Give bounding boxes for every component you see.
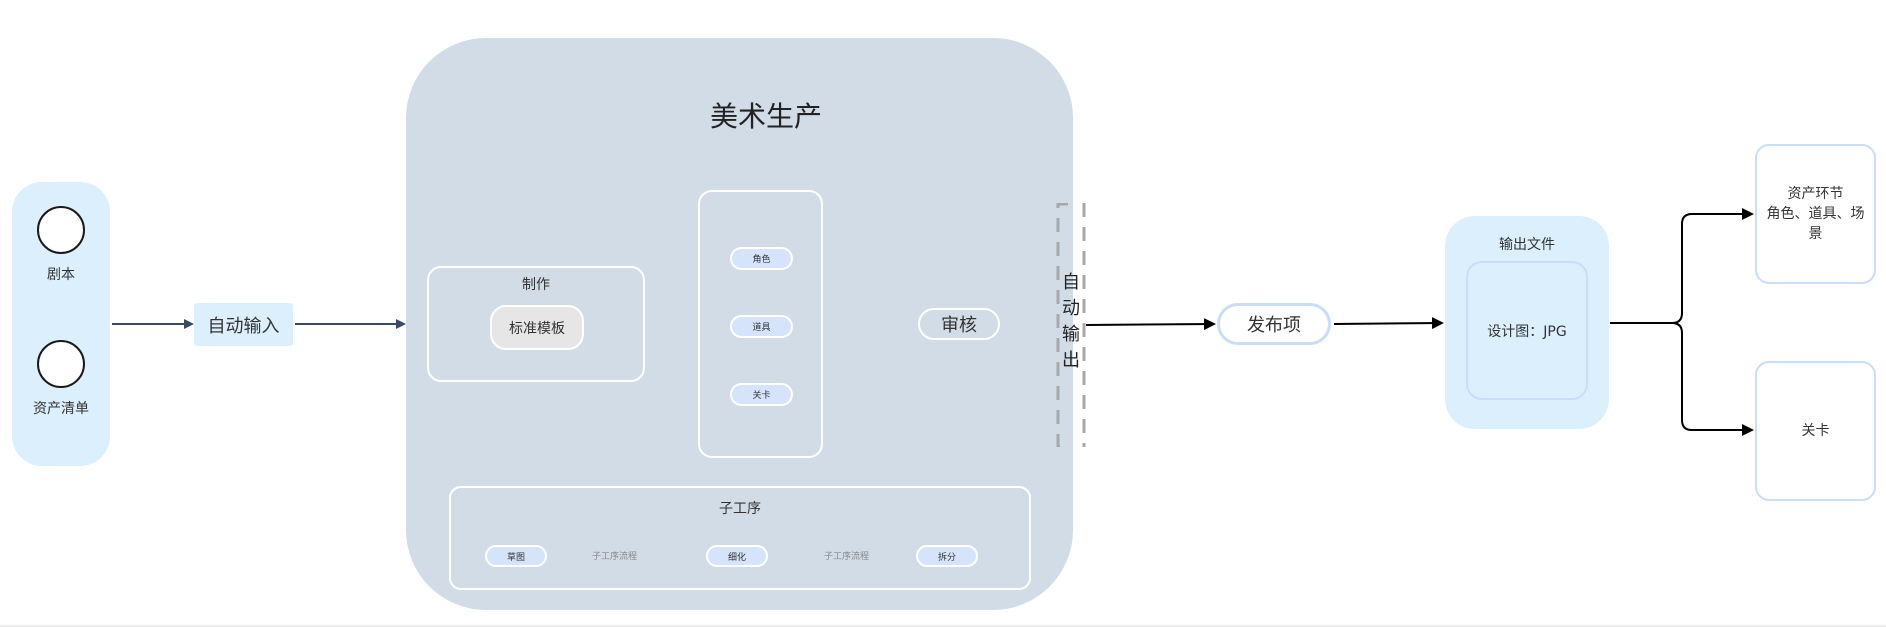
auto-input-node[interactable]: 自动输入: [194, 303, 293, 346]
auto-output-char: 输: [1062, 324, 1080, 345]
asset-prop-node[interactable]: 道具: [730, 315, 793, 338]
assets-group[interactable]: [698, 190, 823, 458]
publish-node[interactable]: 发布项: [1217, 303, 1331, 345]
destination-line: 景: [1808, 226, 1823, 242]
asset-character-node[interactable]: 角色: [730, 247, 793, 270]
circle-node-icon[interactable]: [37, 340, 85, 388]
subprocess-title: 子工序: [719, 501, 761, 517]
subprocess-group[interactable]: [449, 486, 1031, 590]
auto-output-char: 动: [1062, 298, 1080, 319]
bracket-connector-lower: [1671, 322, 1754, 436]
destination-line: 角色、道具、场: [1766, 206, 1865, 222]
auto-output-char: 出: [1062, 350, 1080, 371]
subprocess-flow-label: 子工序流程: [589, 549, 641, 562]
review-node[interactable]: 审核: [918, 308, 1000, 340]
asset-level-node[interactable]: 关卡: [730, 383, 793, 406]
make-group[interactable]: [427, 266, 645, 382]
destination-asset-stage[interactable]: 资产环节 角色、道具、场 景: [1755, 144, 1876, 284]
auto-output-bracket: [1056, 203, 1086, 447]
destination-line: 资产环节: [1787, 186, 1844, 202]
subprocess-step-sketch[interactable]: 草图: [485, 545, 547, 567]
destination-line: 关卡: [1801, 423, 1830, 439]
input-label-asset-list: 资产清单: [33, 401, 89, 417]
bottom-divider: [0, 625, 1886, 627]
output-files-title: 输出文件: [1499, 237, 1555, 253]
subprocess-step-split[interactable]: 拆分: [916, 545, 978, 567]
standard-template-node[interactable]: 标准模板: [490, 305, 584, 350]
circle-node-icon[interactable]: [37, 206, 85, 254]
subprocess-step-refine[interactable]: 细化: [706, 545, 768, 567]
make-title: 制作: [522, 277, 550, 293]
auto-output-char: 自: [1062, 272, 1080, 293]
output-files-content[interactable]: 设计图：JPG: [1466, 261, 1588, 400]
bracket-connector: [1610, 208, 1754, 324]
arrow-output-to-publish: [1085, 318, 1216, 331]
arrow-publish-to-output-files: [1333, 317, 1444, 330]
art-production-title: 美术生产: [709, 100, 822, 133]
subprocess-flow-label: 子工序流程: [821, 549, 873, 562]
destination-level[interactable]: 关卡: [1755, 361, 1876, 501]
auto-output-label[interactable]: 自 动 输 出: [1060, 270, 1082, 374]
input-label-script: 剧本: [47, 267, 75, 283]
